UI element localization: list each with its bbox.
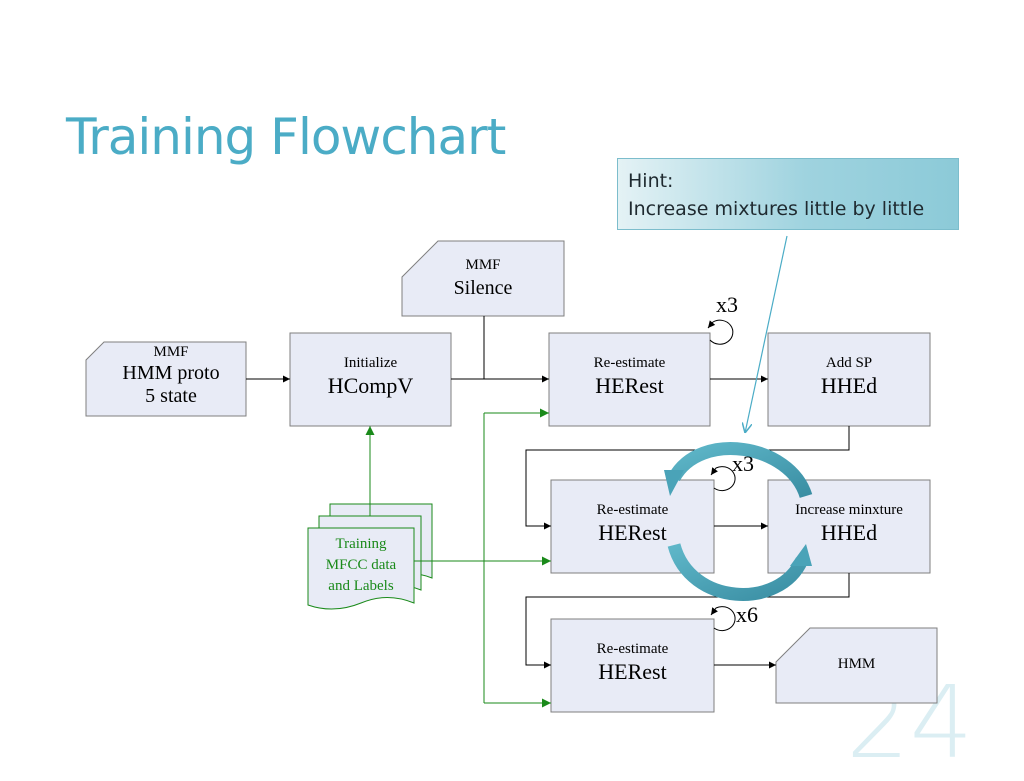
hmm-proto-line3: 5 state bbox=[145, 385, 197, 407]
increase-mixture-box bbox=[767, 479, 931, 574]
loop-count-herest3: x6 bbox=[736, 602, 758, 627]
hint-pointer-line bbox=[745, 235, 788, 433]
add-sp-label: Add SP HHEd bbox=[768, 354, 930, 399]
herest2-line1: Re-estimate bbox=[596, 502, 669, 518]
cycle-arrows bbox=[664, 442, 813, 601]
hint-callout: Hint: Increase mixtures little by little bbox=[617, 158, 959, 230]
herest2-line2: HERest bbox=[598, 520, 667, 545]
herest3-label: Re-estimate HERest bbox=[551, 640, 714, 685]
loop-herest2 bbox=[710, 466, 736, 492]
slide-title: Training Flowchart bbox=[66, 108, 506, 166]
silence-line1: MMF bbox=[465, 257, 501, 273]
herest3-line1: Re-estimate bbox=[596, 641, 669, 657]
hmm-proto-label: MMF HMM proto 5 state bbox=[96, 343, 246, 408]
hint-label: Hint: bbox=[628, 170, 674, 192]
hmm-output-line1: HMM bbox=[837, 656, 876, 672]
increase-mixture-line1: Increase minxture bbox=[795, 502, 903, 518]
silence-line2: Silence bbox=[453, 277, 513, 299]
hmm-proto-line1: MMF bbox=[153, 344, 189, 360]
hmm-proto-line2: HMM proto bbox=[122, 362, 220, 384]
hcompv-label: Initialize HCompV bbox=[290, 354, 451, 399]
loop-herest1 bbox=[707, 319, 734, 345]
herest1-line2: HERest bbox=[595, 373, 664, 398]
herest1-line1: Re-estimate bbox=[593, 355, 666, 371]
add-sp-line2: HHEd bbox=[820, 373, 878, 398]
hmm-proto-card bbox=[85, 341, 247, 417]
training-line2: MFCC data bbox=[325, 557, 397, 573]
silence-label: MMF Silence bbox=[402, 256, 564, 301]
hint-text: Increase mixtures little by little bbox=[628, 198, 925, 220]
training-line3: and Labels bbox=[328, 578, 394, 594]
hcompv-line1: Initialize bbox=[343, 355, 398, 371]
increase-mixture-line2: HHEd bbox=[820, 520, 878, 545]
training-label: Training MFCC data and Labels bbox=[308, 534, 414, 597]
herest3-line2: HERest bbox=[598, 659, 667, 684]
herest1-label: Re-estimate HERest bbox=[549, 354, 710, 399]
hcompv-line2: HCompV bbox=[327, 373, 414, 398]
silence-card bbox=[401, 240, 565, 317]
add-sp-box bbox=[767, 332, 931, 427]
loop-count-herest1: x3 bbox=[716, 292, 738, 317]
loop-count-herest2: x3 bbox=[732, 451, 754, 476]
arrow-addsp-to-herest2 bbox=[525, 426, 850, 530]
training-line1: Training bbox=[335, 536, 387, 552]
loop-herest3 bbox=[710, 606, 736, 632]
training-documents bbox=[307, 503, 433, 610]
add-sp-line1: Add SP bbox=[825, 355, 873, 371]
herest2-label: Re-estimate HERest bbox=[551, 501, 714, 546]
hmm-output-card bbox=[775, 627, 938, 704]
hmm-output-label: HMM bbox=[776, 655, 937, 674]
increase-mixture-label: Increase minxture HHEd bbox=[768, 501, 930, 546]
arrow-incmix-to-herest3 bbox=[525, 573, 850, 669]
